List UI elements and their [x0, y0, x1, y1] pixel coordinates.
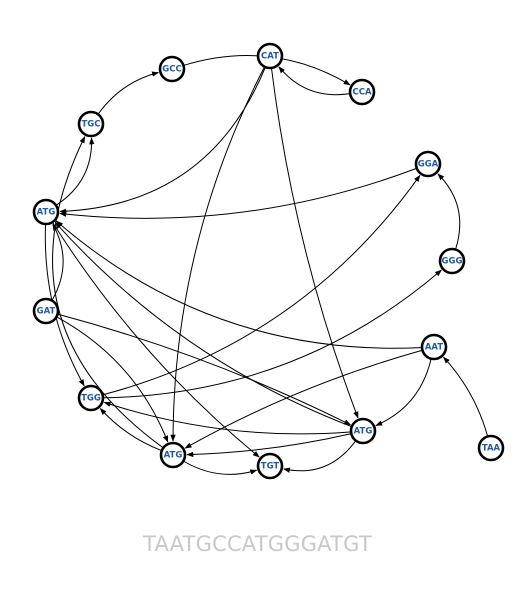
edge-cat-to-atg3	[271, 68, 359, 419]
edge-atg2-to-tgt	[183, 461, 258, 475]
node-atg3: ATG	[349, 417, 377, 445]
edge-aat-to-atg2	[184, 350, 422, 449]
node-cca: CCA	[348, 78, 376, 106]
edges	[44, 55, 488, 475]
node-label: TAA	[482, 444, 501, 454]
node-circle	[32, 297, 60, 325]
node-circle	[158, 55, 186, 83]
node-gcc: GCC	[158, 55, 186, 83]
edge-cca-to-cat	[278, 66, 350, 96]
edge-gat-to-atg1	[51, 223, 64, 300]
edge-atg3-to-atg1	[54, 221, 352, 427]
edge-gat-to-atg2	[57, 316, 169, 443]
node-circle	[420, 333, 448, 361]
edge-atg3-to-tgg	[103, 401, 351, 435]
sequence-label: TAATGCCATGGGATGT	[143, 532, 372, 556]
node-gat: GAT	[32, 297, 60, 325]
node-atg1: ATG	[32, 198, 60, 226]
node-tgg: TGG	[77, 384, 105, 412]
node-label: GGG	[442, 257, 463, 267]
edge-tgg-to-gga	[103, 174, 421, 396]
node-circle	[32, 198, 60, 226]
node-circle	[77, 384, 105, 412]
edge-aat-to-atg1	[56, 220, 422, 349]
node-circle	[256, 452, 284, 480]
edge-ggg-to-gga	[437, 173, 461, 249]
node-label: GCC	[162, 65, 181, 75]
node-aat: AAT	[420, 333, 448, 361]
node-label: CAT	[261, 52, 279, 62]
node-label: AAT	[425, 343, 443, 353]
edge-taa-to-aat	[443, 356, 488, 436]
node-circle	[414, 150, 442, 178]
edge-gat-to-atg3	[58, 313, 352, 426]
node-label: TGG	[81, 394, 101, 404]
node-circle	[77, 110, 105, 138]
node-label: TGT	[261, 462, 280, 472]
edge-atg1-to-tgc	[56, 137, 95, 206]
edge-tgg-to-ggg	[103, 269, 442, 399]
edge-atg2-to-tgc	[52, 135, 163, 448]
node-label: ATG	[37, 208, 56, 218]
node-label: GAT	[37, 307, 56, 317]
edge-atg1-to-tgt	[52, 222, 260, 458]
node-label: TGC	[81, 120, 100, 130]
node-circle	[159, 441, 187, 469]
node-circle	[348, 78, 376, 106]
node-tgc: TGC	[77, 110, 105, 138]
node-circle	[256, 42, 284, 70]
node-label: ATG	[354, 427, 373, 437]
node-gga: GGA	[414, 150, 442, 178]
edge-atg2-to-tgg	[99, 407, 162, 451]
edge-gga-to-atg1	[59, 168, 416, 219]
edge-atg3-to-atg2	[186, 433, 351, 458]
node-atg2: ATG	[159, 441, 187, 469]
node-label: GGA	[418, 160, 439, 170]
edge-tgc-to-gcc	[98, 71, 160, 114]
node-ggg: GGG	[438, 247, 466, 275]
edge-aat-to-atg3	[375, 359, 432, 426]
node-circle	[349, 417, 377, 445]
node-label: CCA	[352, 88, 371, 98]
edge-atg3-to-tgt	[283, 441, 356, 473]
edge-cat-to-atg2	[170, 67, 265, 442]
node-circle	[438, 247, 466, 275]
node-circle	[477, 434, 505, 462]
node-label: ATG	[164, 451, 183, 461]
node-taa: TAA	[477, 434, 505, 462]
nodes: GCC CAT CCA TGC GGA ATG GGG GAT AAT TGG ATG ATG TGT T…	[32, 42, 505, 480]
node-tgt: TGT	[256, 452, 284, 480]
edge-cat-to-atg1	[59, 67, 266, 214]
node-cat: CAT	[256, 42, 284, 70]
